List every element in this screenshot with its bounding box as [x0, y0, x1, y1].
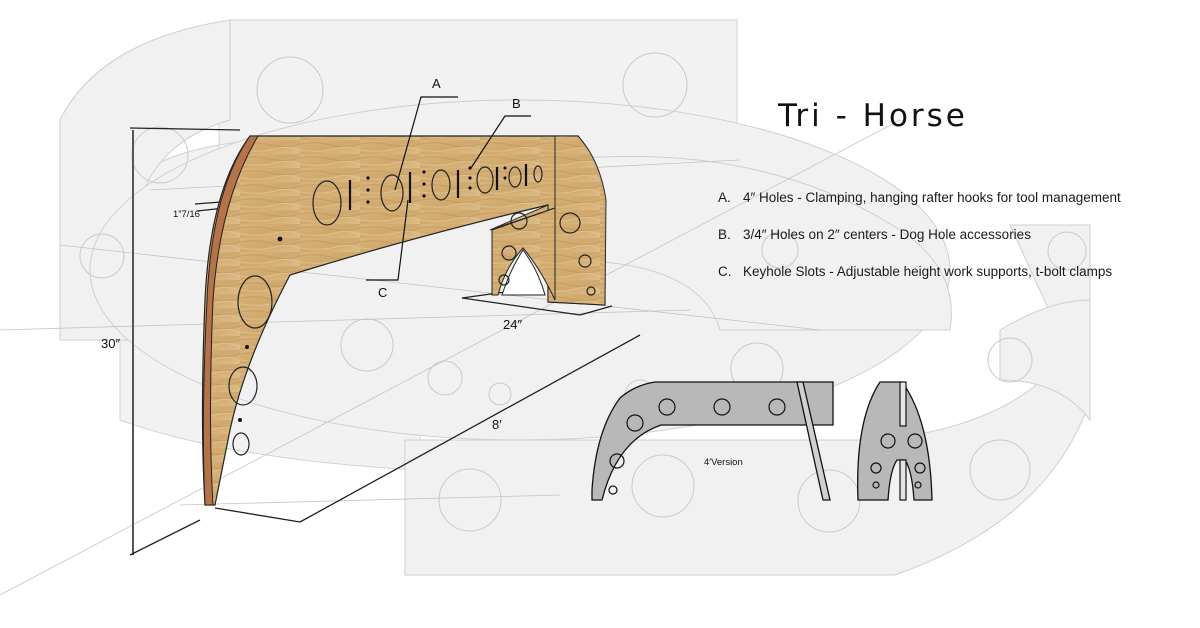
version-4ft-side [591, 381, 834, 501]
version-label: 4′Version [704, 457, 743, 468]
note-a: A. 4″ Holes - Clamping, hanging rafter h… [718, 190, 1121, 227]
callout-b: B [512, 96, 521, 111]
thickness-dimension: 1”7/16 [173, 209, 200, 220]
keyhole-slots [348, 164, 528, 210]
callout-c: C [378, 285, 388, 300]
note-text: 3/4″ Holes on 2″ centers - Dog Hole acce… [743, 227, 1031, 242]
note-key: C. [718, 264, 732, 279]
diagram-title: Tri - Horse [778, 98, 968, 134]
holes [228, 165, 596, 456]
note-text: Keyhole Slots - Adjustable height work s… [743, 264, 1113, 279]
background-circles [79, 52, 1087, 533]
note-c: C. Keyhole Slots - Adjustable height wor… [718, 264, 1121, 301]
plywood-leg [201, 135, 607, 506]
notes-list: A. 4″ Holes - Clamping, hanging rafter h… [718, 190, 1121, 301]
note-key: B. [718, 227, 731, 242]
callout-a: A [432, 76, 441, 91]
height-dimension: 30″ [101, 336, 121, 351]
callout-leaders [366, 96, 531, 281]
width-dimension: 24″ [503, 317, 523, 332]
note-b: B. 3/4″ Holes on 2″ centers - Dog Hole a… [718, 227, 1121, 264]
length-dimension: 8′ [492, 417, 502, 432]
note-text: 4″ Holes - Clamping, hanging rafter hook… [743, 190, 1121, 205]
note-key: A. [718, 190, 731, 205]
version-4ft-side-holes [608, 398, 786, 495]
version-4ft-end-holes [870, 381, 926, 501]
dimension-lines [129, 127, 641, 556]
dog-holes [238, 166, 507, 422]
